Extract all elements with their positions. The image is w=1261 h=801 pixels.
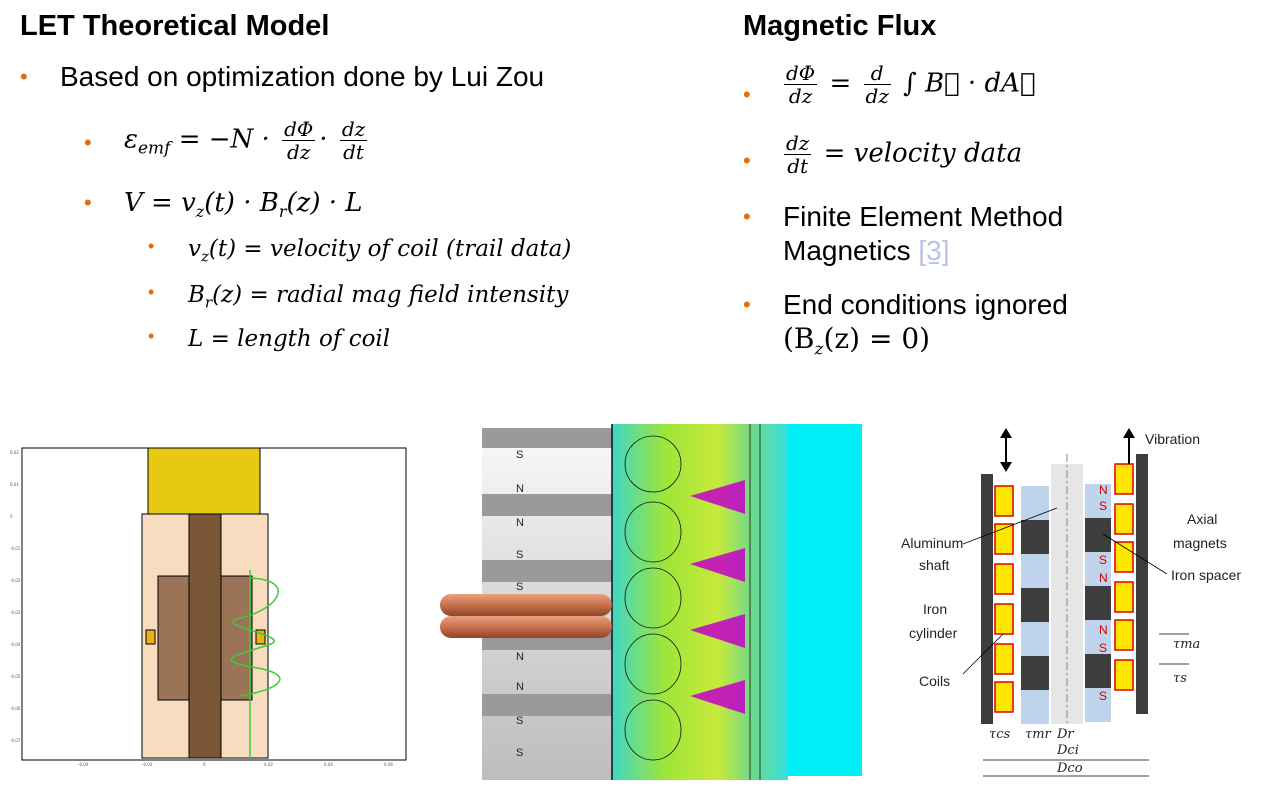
svg-text:0.02: 0.02	[10, 450, 19, 455]
magnet-label: S	[516, 715, 523, 727]
magnet-label: N	[516, 483, 524, 495]
dci-label: Dci	[1056, 743, 1079, 758]
svg-text:-0.06: -0.06	[10, 706, 21, 711]
magnet-label: S	[516, 549, 523, 561]
svg-text:0: 0	[10, 514, 13, 519]
svg-text:0: 0	[203, 762, 206, 767]
bullet-dot: •	[743, 292, 751, 317]
pole-label: N	[1099, 483, 1108, 497]
harvester-schematic: Vibration Aluminum shaft Iron cylinder C…	[893, 424, 1255, 794]
pole-label: S	[1099, 689, 1107, 703]
field-definition: Br(z) = radial mag field intensity	[188, 282, 569, 312]
bullet-dot: •	[148, 326, 155, 346]
magnets-label: magnets	[1173, 535, 1227, 551]
bullet-dot: •	[20, 64, 28, 89]
coil-field-plot-svg: 0.02 0.01 0 -0.01 -0.02 -0.03 -0.04 -0.05 -0.0…	[10, 447, 407, 767]
reference-link[interactable]: [3]	[918, 235, 950, 266]
dco-label: Dco	[1056, 761, 1083, 776]
voltage-equation: V = vz(t) · Br(z) · L	[124, 188, 363, 222]
fem-simulation-svg: S N N S S N N S S	[440, 424, 862, 780]
bullet-dot: •	[84, 130, 92, 155]
end-conditions-bullet: End conditions ignored (Bz(z) = 0)	[783, 289, 1068, 360]
bullet-dot: •	[148, 236, 155, 256]
svg-text:0.04: 0.04	[324, 762, 333, 767]
svg-text:-0.05: -0.05	[10, 674, 21, 679]
pole-label: S	[1099, 499, 1107, 513]
iron-spacer-label: Iron spacer	[1171, 567, 1241, 583]
svg-text:-0.03: -0.03	[10, 610, 21, 615]
cylinder-label: cylinder	[909, 625, 958, 641]
bullet-lui-zou: Based on optimization done by Lui Zou	[60, 61, 545, 92]
tau-ma-label: τma	[1173, 637, 1200, 652]
tau-mr-label: τmr	[1025, 727, 1052, 742]
bullet-dot: •	[743, 82, 751, 107]
shaft-label: shaft	[919, 557, 949, 573]
pole-label: S	[1099, 641, 1107, 655]
bullet-dot: •	[148, 282, 155, 302]
axial-label: Axial	[1187, 511, 1217, 527]
svg-text:-0.07: -0.07	[10, 738, 21, 743]
pole-label: S	[1099, 553, 1107, 567]
fem-bullet: Finite Element Method Magnetics [3]	[783, 201, 1064, 266]
svg-text:-0.01: -0.01	[10, 546, 21, 551]
dr-label: Dr	[1056, 727, 1074, 742]
svg-text:0.02: 0.02	[264, 762, 273, 767]
svg-text:-0.04: -0.04	[78, 762, 89, 767]
magnet-label: S	[516, 581, 523, 593]
magnet-label: S	[516, 747, 523, 759]
magnet-label: N	[516, 681, 524, 693]
bullet-dot: •	[743, 148, 751, 173]
bullet-dot: •	[84, 190, 92, 215]
length-definition: L = length of coil	[188, 326, 391, 352]
left-heading: LET Theoretical Model	[20, 10, 330, 42]
pole-label: N	[1099, 571, 1108, 585]
aluminum-label: Aluminum	[901, 535, 963, 551]
pole-label: N	[1099, 623, 1108, 637]
harvester-schematic-svg: Vibration Aluminum shaft Iron cylinder C…	[901, 428, 1241, 777]
magnet-label: N	[516, 517, 524, 529]
iron-label: Iron	[923, 601, 947, 617]
svg-text:0.06: 0.06	[384, 762, 393, 767]
coil-field-plot: 0.02 0.01 0 -0.01 -0.02 -0.03 -0.04 -0.05 -0.0…	[8, 440, 418, 770]
tau-cs-label: τcs	[989, 727, 1010, 742]
fem-simulation-image: S N N S S N N S S	[440, 424, 862, 780]
tau-s-label: τs	[1173, 671, 1187, 686]
right-heading: Magnetic Flux	[743, 10, 937, 42]
magnet-label: S	[516, 449, 523, 461]
bullet-dot: •	[743, 204, 751, 229]
magnet-label: N	[516, 651, 524, 663]
svg-text:-0.02: -0.02	[10, 578, 21, 583]
svg-text:0.01: 0.01	[10, 482, 19, 487]
coils-label: Coils	[919, 673, 950, 689]
velocity-definition: vz(t) = velocity of coil (trail data)	[188, 236, 572, 266]
svg-text:-0.02: -0.02	[142, 762, 153, 767]
vibration-label: Vibration	[1145, 431, 1200, 447]
svg-text:-0.04: -0.04	[10, 642, 21, 647]
